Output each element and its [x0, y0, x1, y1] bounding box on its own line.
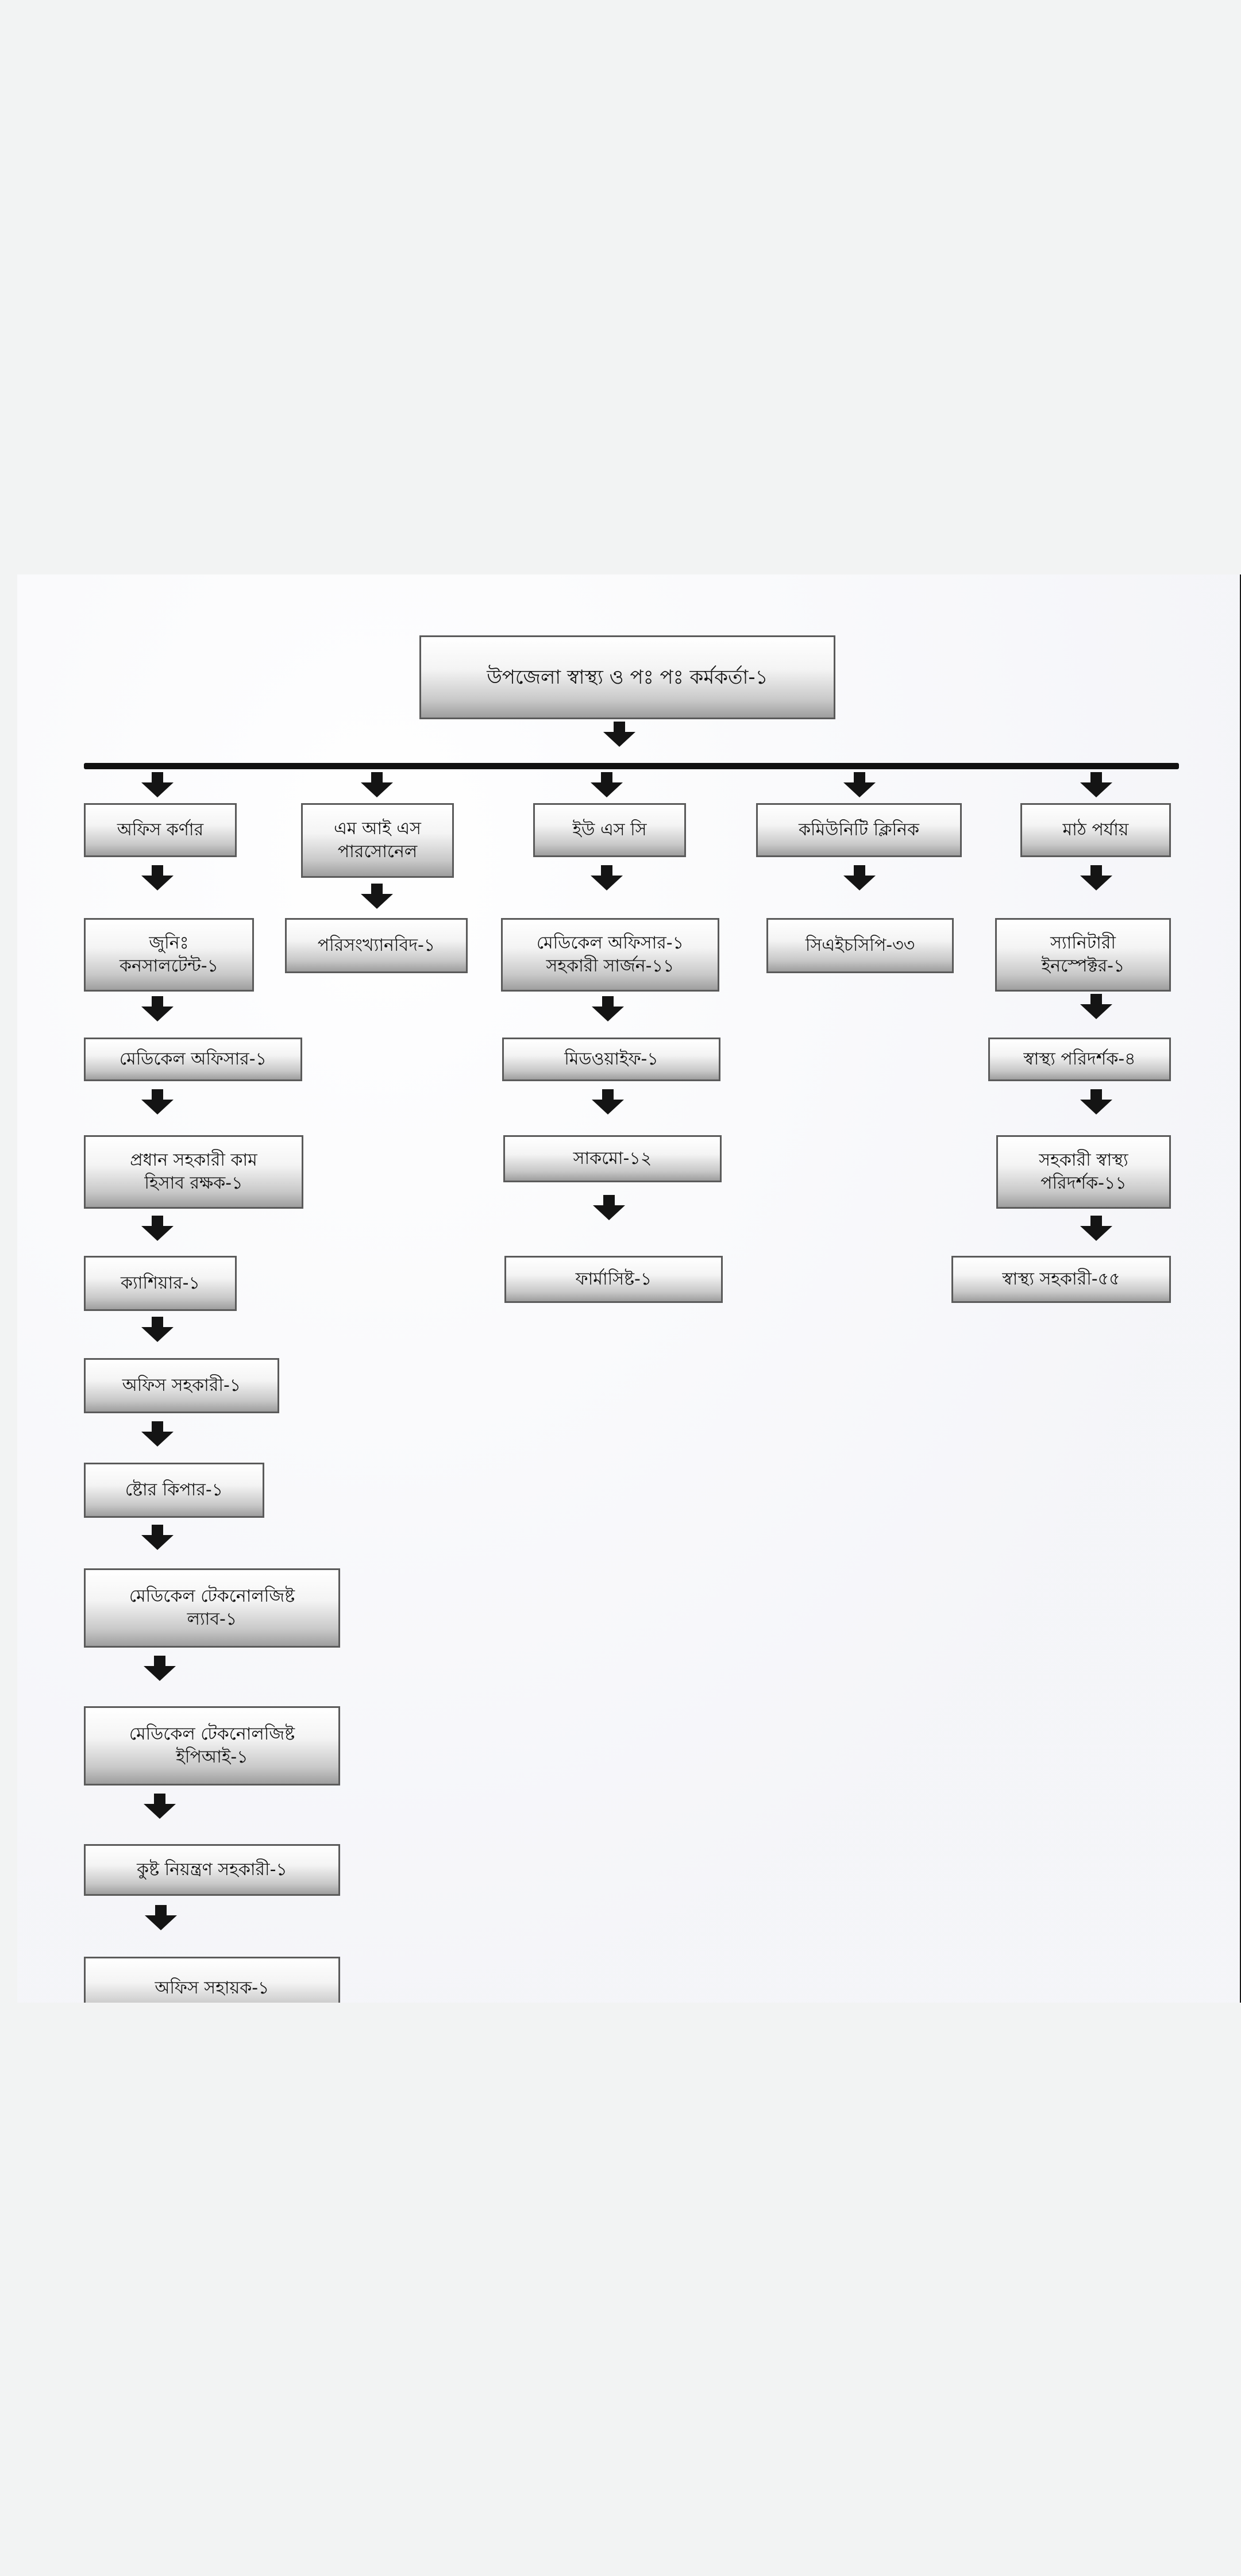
node-health-assistant: স্বাস্থ্য সহকারী-৫৫	[951, 1256, 1171, 1303]
col1-arrow-9-icon	[144, 1794, 176, 1820]
col5-arrow-3-icon	[1080, 1089, 1112, 1116]
node-medical-officer: মেডিকেল অফিসার-১	[84, 1038, 302, 1081]
node-leprosy-control-assistant: কুষ্ট নিয়ন্ত্রণ সহকারী-১	[84, 1844, 340, 1896]
node-cashier: ক্যাশিয়ার-১	[84, 1256, 237, 1311]
node-med-tech-epi: মেডিকেল টেকনোলজিষ্ট ইপিআই-১	[84, 1706, 340, 1786]
node-office-helper: অফিস সহায়ক-১	[84, 1957, 340, 2003]
node-sacmo: সাকমো-১২	[503, 1135, 722, 1182]
col1-header-arrow-icon	[141, 772, 174, 799]
col3-arrow-2-icon	[592, 996, 624, 1023]
node-med-tech-lab: মেডিকেল টেকনোলজিষ্ট ল্যাব-১	[84, 1568, 340, 1648]
col1-arrow-5-icon	[141, 1317, 174, 1343]
col1-arrow-10-icon	[145, 1905, 177, 1931]
node-chcp: সিএইচসিপি-৩৩	[766, 918, 954, 973]
col1-arrow-1-icon	[141, 865, 174, 892]
root-node: উপজেলা স্বাস্থ্য ও পঃ পঃ কর্মকর্তা-১	[419, 635, 835, 719]
col5-header-arrow-icon	[1080, 772, 1112, 799]
node-head-assistant-accountant: প্রধান সহকারী কাম হিসাব রক্ষক-১	[84, 1135, 303, 1209]
col1-arrow-8-icon	[144, 1656, 176, 1682]
org-chart-document: উপজেলা স্বাস্থ্য ও পঃ পঃ কর্মকর্তা-১ অফি…	[17, 574, 1241, 2003]
col1-arrow-6-icon	[141, 1421, 174, 1448]
node-mis-personnel: এম আই এস পারসোনেল	[301, 803, 454, 878]
node-pharmacist: ফার্মাসিষ্ট-১	[504, 1256, 723, 1303]
col3-arrow-3-icon	[592, 1089, 624, 1116]
col4-header-arrow-icon	[843, 772, 876, 799]
node-medical-officer-asst-surgeon: মেডিকেল অফিসার-১ সহকারী সার্জন-১১	[501, 918, 719, 992]
col1-arrow-7-icon	[141, 1525, 174, 1551]
node-statistician: পরিসংখ্যানবিদ-১	[285, 918, 468, 973]
node-usc: ইউ এস সি	[533, 803, 686, 857]
col3-header-arrow-icon	[591, 772, 623, 799]
root-down-arrow-icon	[603, 722, 635, 748]
node-office-corner: অফিস কর্ণার	[84, 803, 237, 857]
node-store-keeper: ষ্টোর কিপার-১	[84, 1463, 264, 1518]
col2-arrow-1-icon	[361, 884, 393, 910]
node-junior-consultant: জুনিঃ কনসালটেন্ট-১	[84, 918, 254, 992]
col3-arrow-1-icon	[591, 865, 623, 892]
col1-arrow-2-icon	[141, 996, 174, 1023]
node-asst-health-inspector: সহকারী স্বাস্থ্য পরিদর্শক-১১	[996, 1135, 1171, 1209]
node-sanitary-inspector: স্যানিটারী ইনস্পেক্টর-১	[995, 918, 1171, 992]
node-midwife: মিডওয়াইফ-১	[502, 1038, 720, 1081]
node-community-clinic: কমিউনিটি ক্লিনিক	[756, 803, 962, 857]
col5-arrow-4-icon	[1080, 1216, 1112, 1242]
col1-arrow-4-icon	[141, 1216, 174, 1242]
node-health-inspector: স্বাস্থ্য পরিদর্শক-৪	[988, 1038, 1171, 1081]
col5-arrow-2-icon	[1080, 994, 1112, 1020]
col1-arrow-3-icon	[141, 1089, 174, 1116]
node-office-assistant: অফিস সহকারী-১	[84, 1358, 279, 1413]
col5-arrow-1-icon	[1080, 865, 1112, 892]
col3-arrow-4-icon	[593, 1195, 625, 1221]
col4-arrow-1-icon	[843, 865, 876, 892]
col2-header-arrow-icon	[361, 772, 393, 799]
horizontal-connector	[84, 763, 1179, 769]
node-field-level: মাঠ পর্যায়	[1020, 803, 1171, 857]
